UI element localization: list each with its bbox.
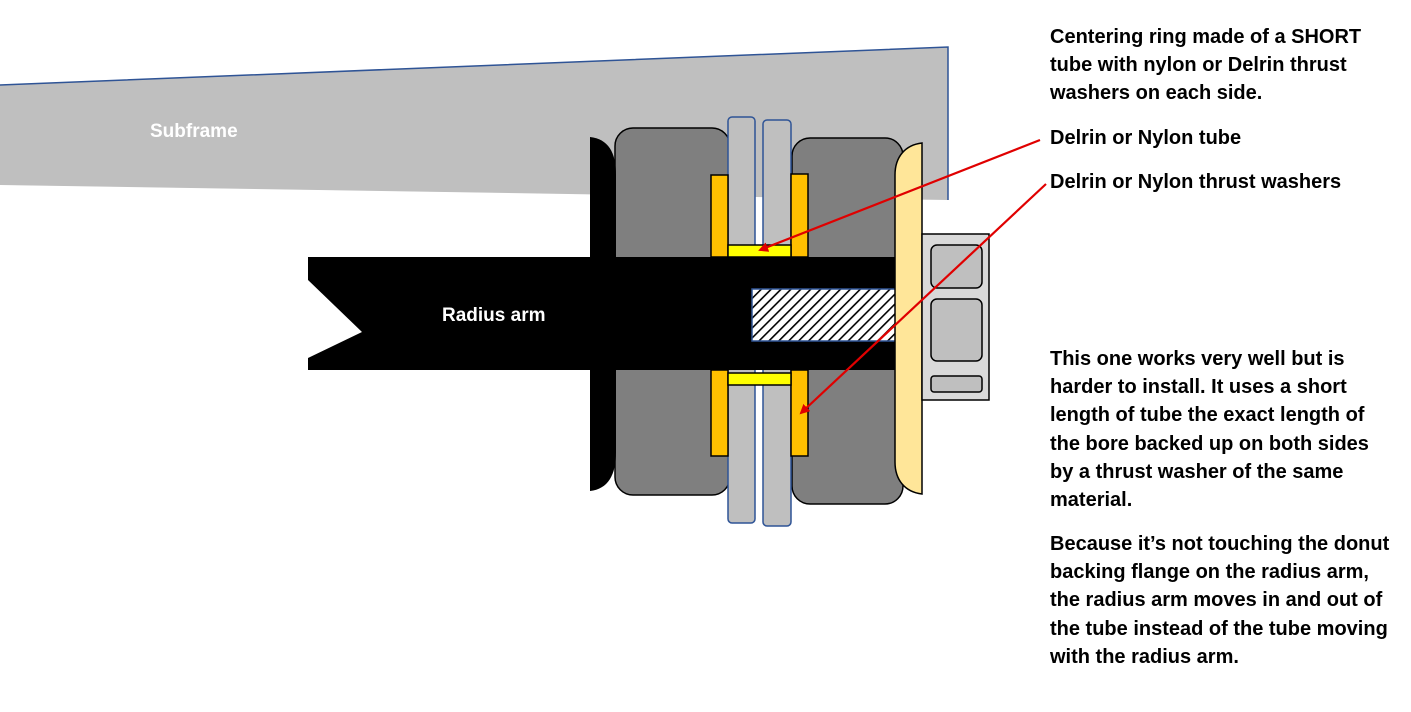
thrust-washer-lower-right [790,369,809,457]
tube-callout-label: Delrin or Nylon tube [1050,127,1242,149]
thrust-washer-upper-left [710,174,729,258]
front-backing-washer [894,142,923,495]
tube-callout-arrow [758,138,1041,252]
castle-nut-slot-middle [930,298,983,362]
subframe-label: Subframe [150,121,238,142]
thrust-washer-lower-left [710,369,729,457]
centering-ring-note: Centering ring made of a SHORT tube with… [1050,26,1362,105]
nylon-tube-lower [727,372,792,386]
description-paragraph-1: This one works very well but is harder t… [1050,348,1369,512]
nylon-tube-upper [727,244,792,258]
radius-arm-label: Radius arm [442,305,545,326]
washer-callout-label: Delrin or Nylon thrust washers [1050,171,1342,193]
description-paragraph-2: Because it’s not touching the donut back… [1050,533,1390,668]
castle-nut-slot-bottom [930,375,983,393]
thrust-washer-upper-right [790,173,809,258]
threaded-stud [751,288,898,342]
subframe-edge [0,46,949,200]
washer-callout-arrow [799,183,1047,415]
